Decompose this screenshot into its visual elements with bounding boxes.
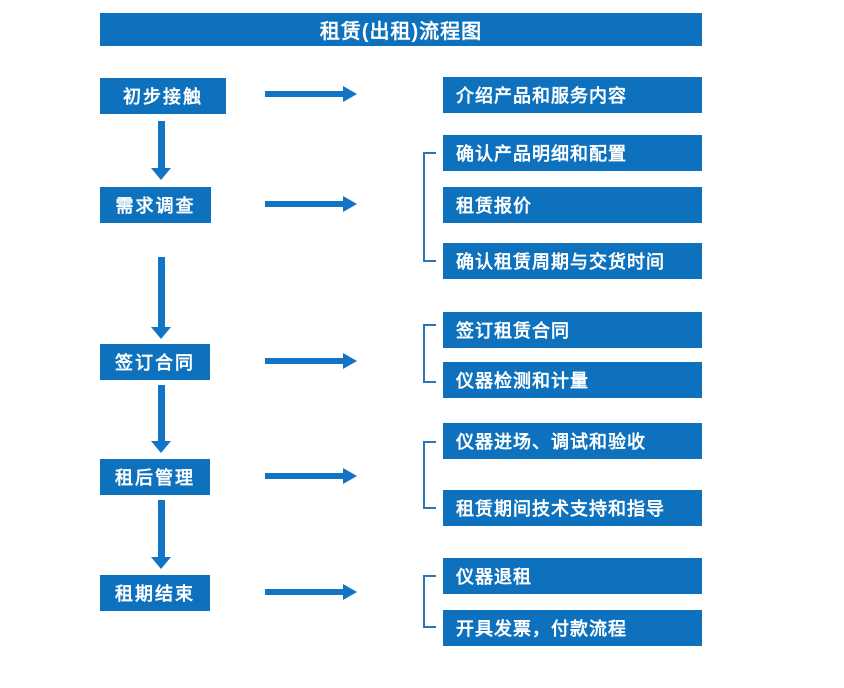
flow-arrow-4 [265, 468, 357, 484]
flow-arrow-3 [265, 353, 357, 369]
flow-arrow-2 [265, 196, 357, 212]
step-box-initial-contact: 初步接触 [100, 78, 226, 114]
flow-arrow-5 [265, 584, 357, 600]
output-box-instrument-return: 仪器退租 [443, 558, 702, 594]
bracket-group-2 [423, 152, 436, 262]
step-box-sign-contract: 签订合同 [100, 344, 210, 380]
step-box-post-rental-mgmt: 租后管理 [100, 459, 210, 495]
output-box-invoice-payment: 开具发票，付款流程 [443, 610, 702, 646]
bracket-group-4 [423, 441, 436, 509]
output-box-confirm-details: 确认产品明细和配置 [443, 135, 702, 171]
down-arrow-4 [151, 500, 172, 569]
flow-arrow-1 [265, 86, 357, 102]
output-box-sign-rental-contract: 签订租赁合同 [443, 312, 702, 348]
output-box-tech-support: 租赁期间技术支持和指导 [443, 490, 702, 526]
down-arrow-1 [151, 121, 172, 180]
output-box-introduce-products: 介绍产品和服务内容 [443, 77, 702, 113]
down-arrow-2 [151, 257, 172, 339]
bracket-group-5 [423, 575, 436, 628]
bracket-group-3 [423, 324, 436, 383]
output-box-confirm-period: 确认租赁周期与交货时间 [443, 243, 702, 279]
step-box-rental-end: 租期结束 [100, 575, 210, 611]
step-box-needs-survey: 需求调查 [100, 187, 211, 223]
output-box-instrument-testing: 仪器检测和计量 [443, 362, 702, 398]
output-box-rental-quote: 租赁报价 [443, 187, 702, 223]
diagram-title: 租赁(出租)流程图 [100, 13, 702, 46]
output-box-instrument-entry: 仪器进场、调试和验收 [443, 423, 702, 459]
down-arrow-3 [151, 385, 172, 453]
